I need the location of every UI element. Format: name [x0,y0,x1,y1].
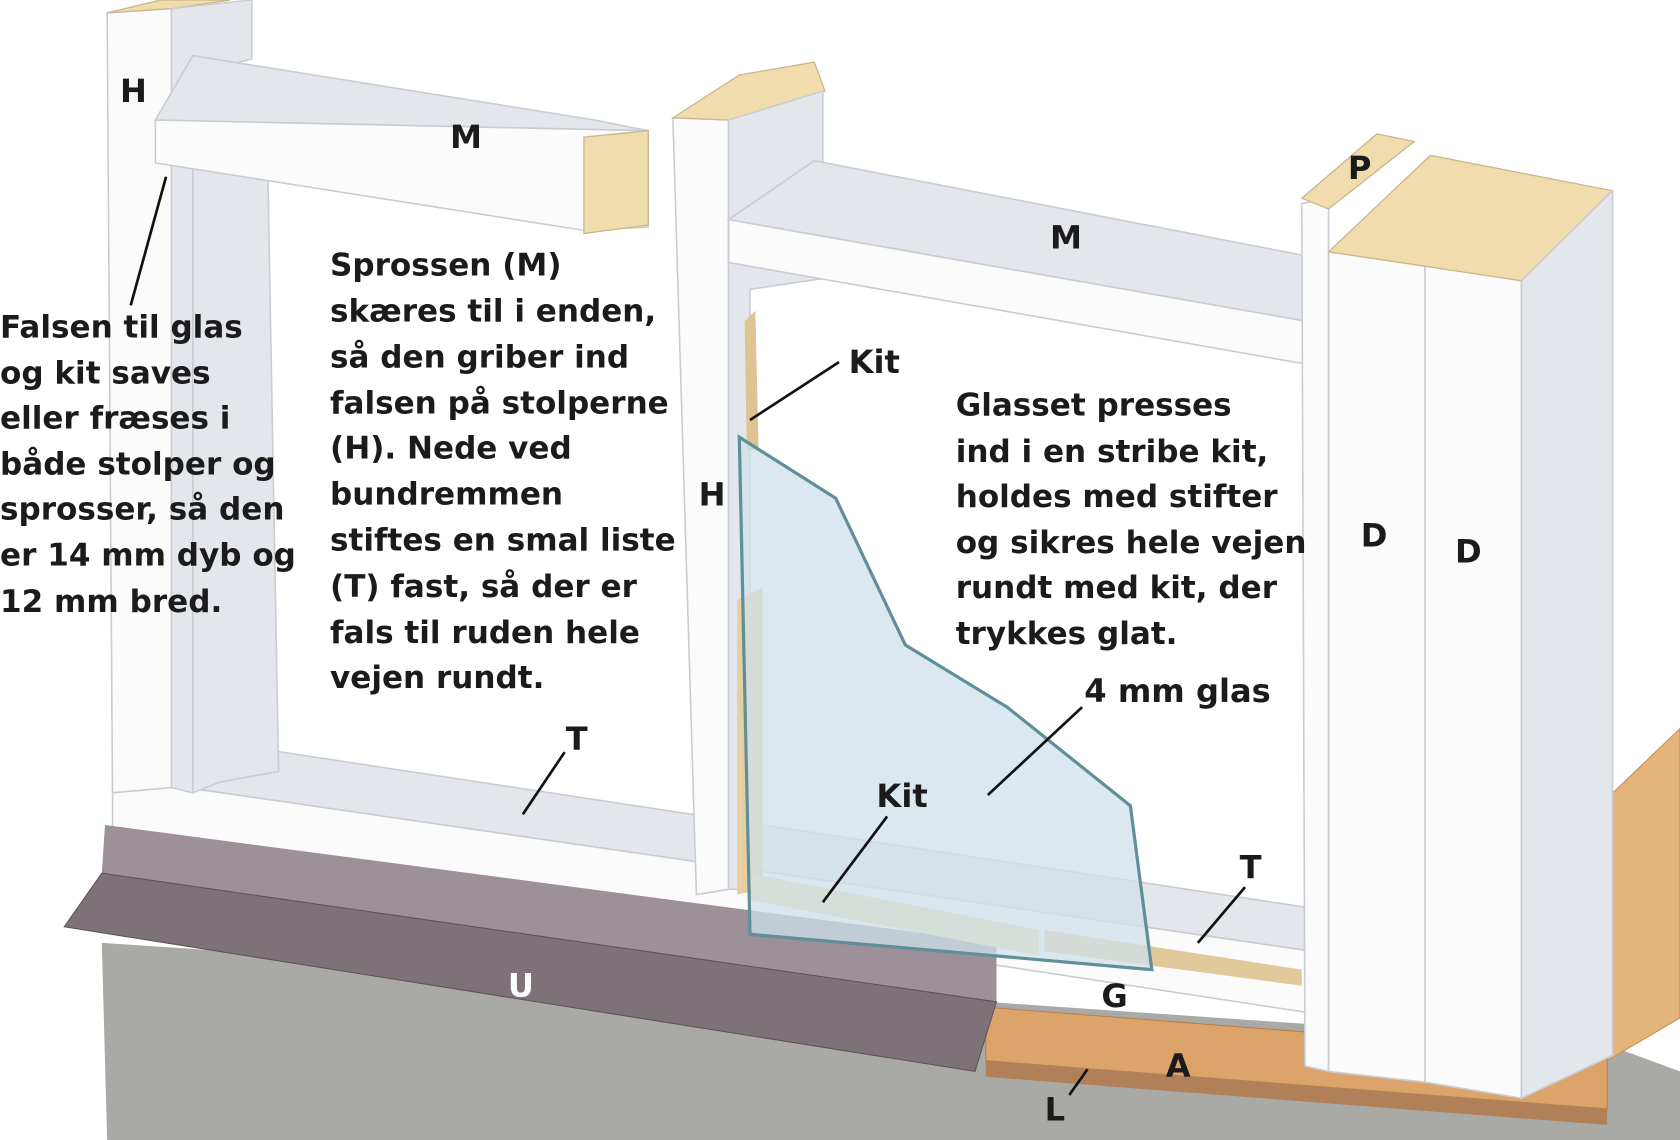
post-p-end [1300,133,1416,210]
rail-m-left-top [153,54,649,132]
kit-strip-top [744,310,759,450]
leader-glass [986,706,1084,796]
label-h-left: H [120,72,147,110]
label-m-left: M [450,118,482,156]
post-p [1300,197,1330,1073]
label-l: L [1045,1091,1065,1129]
label-d-right: D [1455,533,1482,571]
bottom-plank-l [985,1060,1608,1125]
label-a: A [1166,1047,1191,1085]
sill-flashing-u [63,872,998,1073]
leader-t-right [1196,886,1247,944]
sill-flashing-top [101,825,997,1002]
label-d-left: D [1361,516,1388,554]
glass-pane [737,434,1154,972]
leader-l [1068,1068,1089,1096]
label-u: U [508,966,534,1004]
post-h-left-end [106,0,231,14]
label-glass: 4 mm glas [1084,672,1270,710]
post-h-middle-end [670,61,826,121]
label-t-left: T [566,720,588,758]
label-t-right: T [1240,849,1262,887]
note-left: Falsen til glas og kit saves eller fræse… [0,310,307,620]
label-h-middle: H [699,476,726,514]
board-d-side [1520,188,1614,1100]
floor-board [1606,727,1680,1062]
label-g: G [1101,977,1127,1015]
board-d-left [1327,250,1426,1084]
label-kit-bottom: Kit [876,777,927,815]
rail-m-left-end [583,130,649,235]
leader-kit-top [749,361,840,422]
leader-kit-bottom [821,815,889,903]
note-middle: Sprossen (M) skæres til i enden, så den … [330,247,687,695]
label-p: P [1348,149,1372,187]
board-d-right [1424,264,1523,1100]
note-right: Glasset presses ind i en stribe kit, hol… [956,388,1318,652]
label-m-right: M [1050,219,1082,257]
leader-t-left [521,751,566,816]
leader-falsen [129,176,168,306]
label-kit-top: Kit [849,343,900,381]
